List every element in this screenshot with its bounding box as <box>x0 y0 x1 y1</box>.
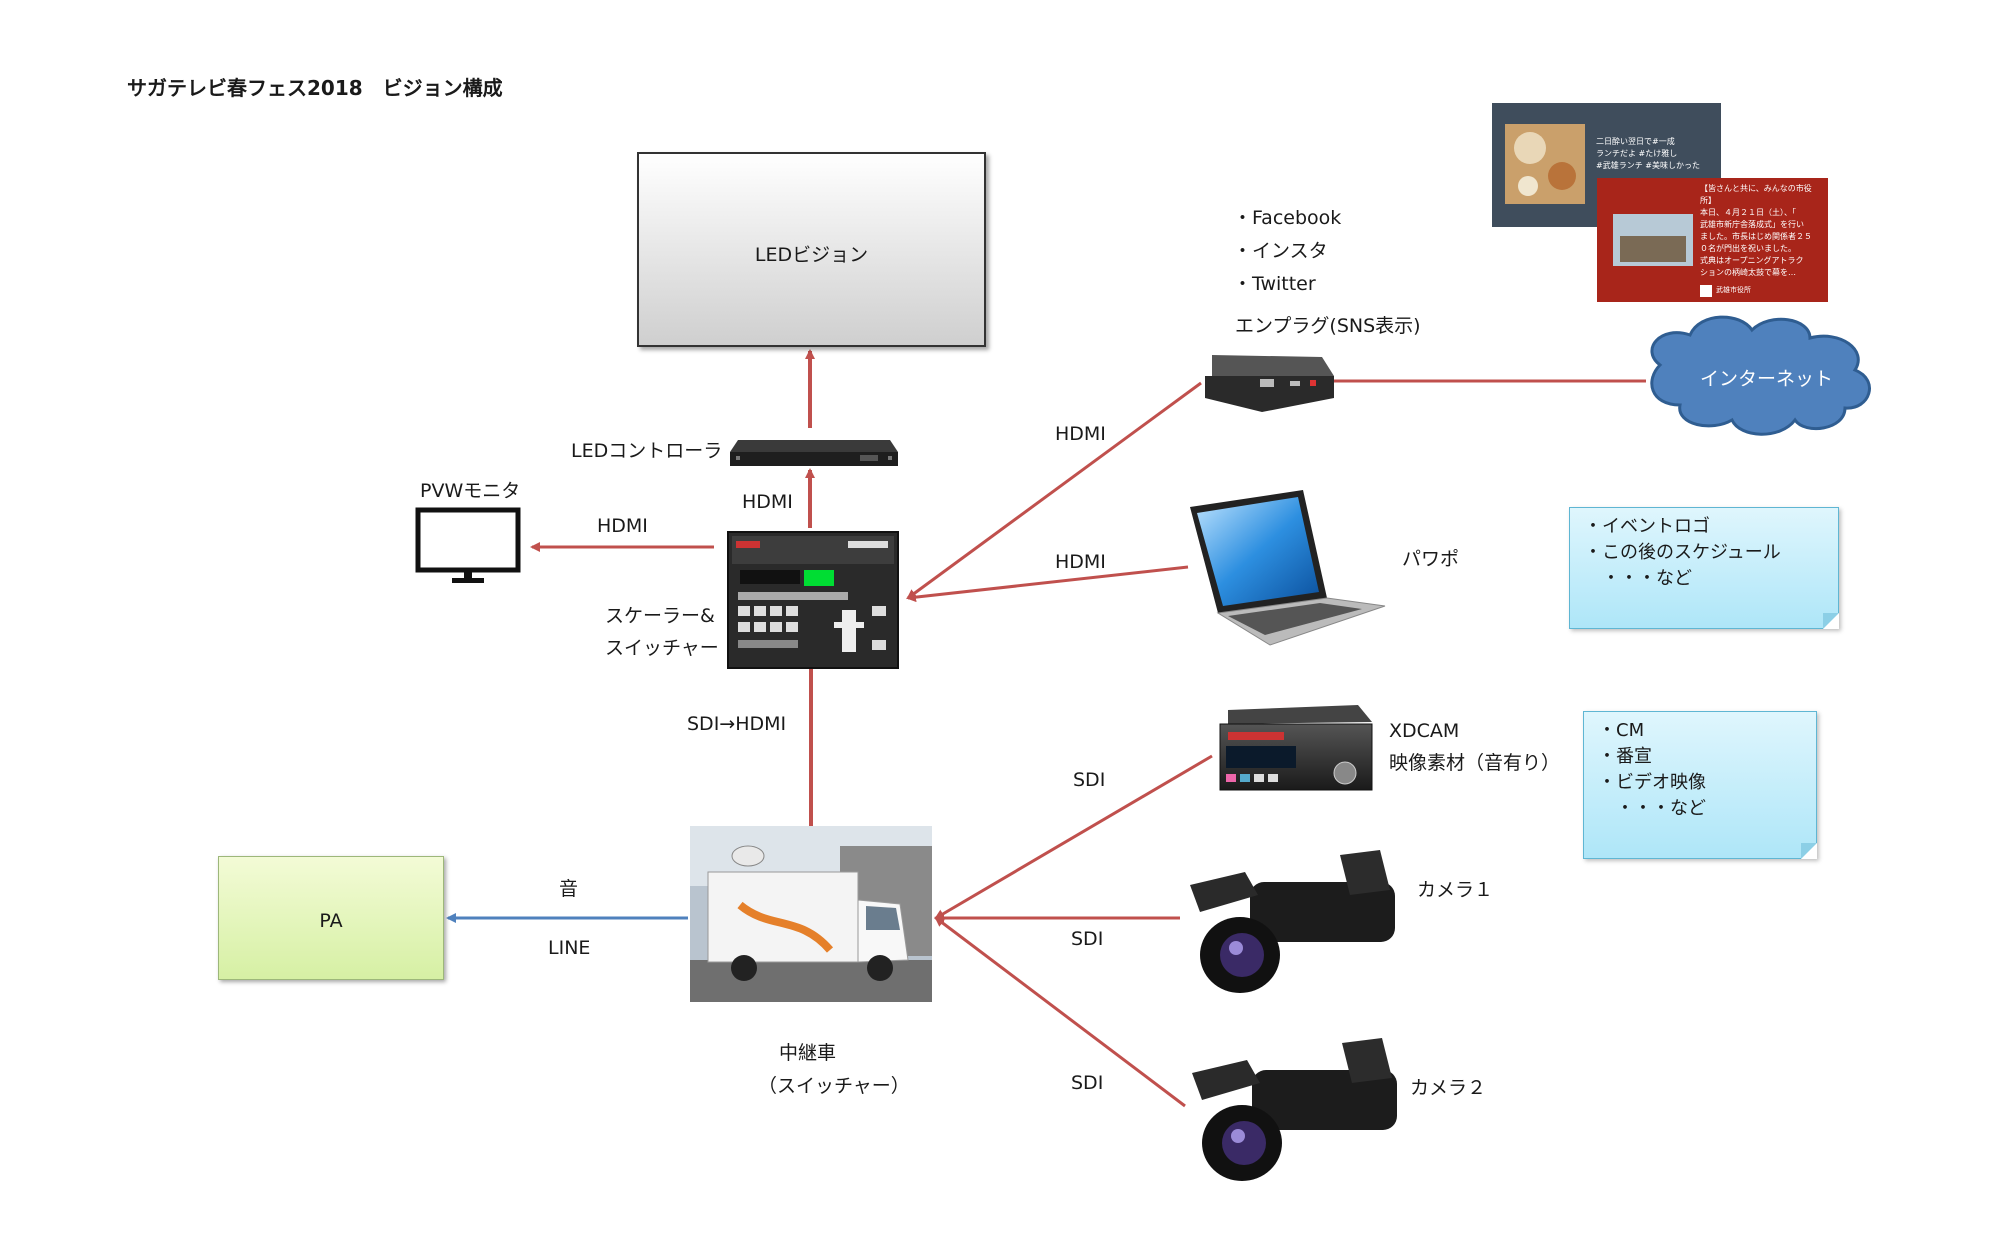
scaler-label-line1: スケーラー& <box>605 605 715 627</box>
pa-label: PA <box>319 910 343 932</box>
sns-card-instagram-text: 二日酔い翌日で#一成 ランチだよ #たけ雅し #武雄ランチ #美味しかった <box>1596 136 1700 172</box>
conn-label-sdi-camera1: SDI <box>1071 928 1104 950</box>
conn-label-hdmi-pvw: HDMI <box>597 515 648 537</box>
sns-card-facebook <box>1597 178 1828 302</box>
xdcam-deck-icon <box>1219 705 1373 791</box>
cloud-icon <box>1650 315 1871 436</box>
arrow-camera2-to-relay <box>934 916 1186 1108</box>
internet-label: インターネット <box>1700 368 1834 390</box>
note-xdcam-line: ・・・など <box>1598 798 1706 819</box>
sns-item-facebook: ・Facebook <box>1233 207 1342 229</box>
conn-label-audio: 音 <box>559 878 579 900</box>
pvw-monitor-label: PVWモニタ <box>420 480 521 502</box>
sns-card-line: 二日酔い翌日で#一成 <box>1596 137 1675 146</box>
xdcam-label-line1: XDCAM <box>1389 720 1460 742</box>
note-presentation-line: ・イベントロゴ <box>1584 516 1710 537</box>
camera2-icon <box>1192 1038 1397 1181</box>
arrow-laptop-to-switcher <box>906 565 1189 603</box>
conn-label-hdmi-laptop: HDMI <box>1055 551 1106 573</box>
note-presentation-line: ・・・など <box>1584 568 1692 589</box>
scaler-label-line2: スイッチャー <box>605 637 719 659</box>
sns-item-instagram: ・インスタ <box>1233 240 1328 262</box>
note-xdcam-line: ・番宣 <box>1598 746 1652 767</box>
sns-card-line: ０名が門出を祝いました。 <box>1700 244 1796 253</box>
emplug-device-icon <box>1205 355 1334 412</box>
sns-item-twitter: ・Twitter <box>1233 273 1316 295</box>
sns-card-facebook-text: 【皆さんと共に、みんなの市役 所】 本日、４月２１日（土）、「 武雄市新庁舎落成… <box>1700 183 1812 279</box>
laptop-icon <box>1190 490 1386 646</box>
relay-truck-label-line1: 中継車 <box>779 1042 837 1064</box>
sns-card-line: 【皆さんと共に、みんなの市役 <box>1700 184 1812 193</box>
sns-card-line: ションの柄崎太鼓で幕を… <box>1700 268 1796 277</box>
emplug-label: エンプラグ(SNS表示) <box>1235 315 1421 337</box>
arrow-emplug-to-switcher <box>906 381 1202 600</box>
conn-label-sdi-camera2: SDI <box>1071 1072 1104 1094</box>
powerpoint-label: パワポ <box>1402 548 1460 570</box>
camera2-label: カメラ２ <box>1410 1077 1487 1099</box>
camera1-label: カメラ１ <box>1417 879 1494 901</box>
relay-truck-label-line2: （スイッチャー） <box>758 1075 910 1097</box>
note-fold <box>1823 613 1839 629</box>
note-presentation: ・イベントロゴ ・この後のスケジュール ・・・など <box>1569 507 1839 629</box>
switcher-icon <box>727 531 899 669</box>
page-title: サガテレビ春フェス2018 ビジョン構成 <box>127 76 503 100</box>
sns-card-line: ました。市長はじめ関係者２５ <box>1700 232 1812 241</box>
pa-box: PA <box>218 856 444 980</box>
relay-truck-image <box>690 826 932 1002</box>
note-xdcam-line: ・ビデオ映像 <box>1598 772 1706 793</box>
led-controller-icon <box>730 440 898 466</box>
xdcam-label-line2: 映像素材（音有り） <box>1389 752 1561 774</box>
note-fold <box>1801 843 1817 859</box>
sns-card-line: 式典はオープニングアトラク <box>1700 256 1804 265</box>
sns-card-line: ランチだよ #たけ雅し <box>1596 149 1678 158</box>
conn-label-line: LINE <box>548 937 591 959</box>
sns-card-footer: 武雄市役所 <box>1716 286 1751 294</box>
monitor-icon <box>415 507 521 583</box>
note-presentation-line: ・この後のスケジュール <box>1584 542 1781 563</box>
arrow-xdcam-to-relay <box>934 754 1213 920</box>
camera1-icon <box>1190 850 1395 993</box>
sns-card-line: 武雄市新庁舎落成式」を行い <box>1700 220 1804 229</box>
led-controller-label: LEDコントローラ <box>571 440 723 462</box>
led-vision-label: LEDビジョン <box>754 244 869 266</box>
led-vision-screen: LEDビジョン <box>637 152 986 347</box>
conn-label-sdi-hdmi: SDI→HDMI <box>687 713 787 735</box>
note-xdcam: ・CM ・番宣 ・ビデオ映像 ・・・など <box>1583 711 1817 859</box>
note-xdcam-line: ・CM <box>1598 720 1645 741</box>
sns-card-line: 所】 <box>1700 196 1716 205</box>
sns-card-line: 本日、４月２１日（土）、「 <box>1700 208 1796 217</box>
sns-card-line: #武雄ランチ #美味しかった <box>1596 161 1700 170</box>
conn-label-sdi-xdcam: SDI <box>1073 769 1106 791</box>
conn-label-hdmi-emplug: HDMI <box>1055 423 1106 445</box>
conn-label-hdmi-up: HDMI <box>742 491 793 513</box>
